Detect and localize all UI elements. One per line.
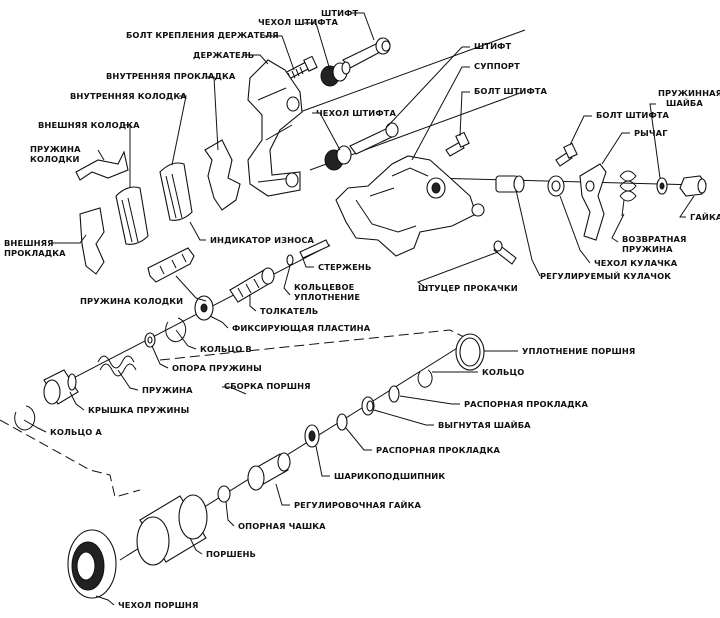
spring-cover	[43, 369, 79, 405]
spring-washer	[656, 177, 668, 195]
label-spring-washer: ПРУЖИННАЯ ШАЙБА	[658, 88, 720, 108]
ball-bearing	[304, 424, 320, 448]
label-pin-bolt-right: БОЛТ ШТИФТА	[596, 110, 670, 120]
return-spring	[619, 170, 637, 217]
label-o-ring-line2: УПЛОТНЕНИЕ	[294, 292, 360, 302]
label-adjusting-nut: РЕГУЛИРОВОЧНАЯ ГАЙКА	[294, 499, 421, 510]
adjusting-nut	[247, 452, 291, 491]
pin-top	[342, 37, 391, 69]
label-support-cup: ОПОРНАЯ ЧАШКА	[238, 521, 326, 531]
label-spring-support: ОПОРА ПРУЖИНЫ	[172, 363, 262, 373]
curved-washer	[361, 396, 375, 416]
label-inner-pad: ВНУТРЕННЯЯ КОЛОДКА	[70, 91, 187, 101]
label-caliper: СУППОРТ	[474, 61, 520, 71]
pin-boot-mid	[324, 145, 352, 171]
piston	[136, 494, 208, 566]
spacer-1	[388, 385, 400, 403]
label-pin-boot-top: ЧЕХОЛ ШТИФТА	[258, 17, 338, 27]
o-ring	[286, 254, 294, 266]
piston-boot	[67, 529, 117, 599]
label-spring-washer-line2: ШАЙБА	[666, 97, 703, 108]
pusher	[229, 267, 275, 303]
ring-b	[165, 317, 187, 343]
label-adjustable-cam: РЕГУЛИРУЕМЫЙ КУЛАЧОК	[540, 270, 671, 281]
label-holder: ДЕРЖАТЕЛЬ	[193, 50, 254, 60]
label-outer-pad: ВНЕШНЯЯ КОЛОДКА	[38, 120, 140, 130]
label-cam-boot: ЧЕХОЛ КУЛАЧКА	[594, 258, 678, 268]
label-return-spring-line2: ПРУЖИНА	[622, 244, 673, 254]
cam-boot	[547, 175, 565, 197]
spring	[97, 355, 137, 377]
fixing-plate	[194, 295, 214, 321]
adjustable-cam	[495, 175, 525, 193]
label-rod: СТЕРЖЕНЬ	[318, 262, 371, 272]
outer-pad	[115, 186, 149, 245]
caliper-body	[335, 155, 485, 257]
label-ring-a: КОЛЬЦО А	[50, 427, 102, 437]
label-pad-spring-top-line: ПРУЖИНА	[30, 144, 81, 154]
label-piston-seal: УПЛОТНЕНИЕ ПОРШНЯ	[522, 346, 635, 356]
label-pad-spring-bottom: ПРУЖИНА КОЛОДКИ	[80, 296, 183, 306]
pin-bolt-mid	[445, 131, 470, 157]
label-spring-washer-line: ПРУЖИННАЯ	[658, 88, 720, 98]
label-o-ring-line: КОЛЬЦЕВОЕ	[294, 282, 355, 292]
pad-spring-top	[75, 150, 129, 181]
label-return-spring: ВОЗВРАТНАЯ ПРУЖИНА	[622, 234, 690, 254]
label-pin-mid: ШТИФТ	[474, 41, 511, 51]
ring-c	[417, 369, 433, 388]
label-inner-shim: ВНУТРЕННЯЯ ПРОКЛАДКА	[106, 71, 236, 81]
ring-a	[14, 405, 36, 431]
label-o-ring: КОЛЬЦЕВОЕ УПЛОТНЕНИЕ	[294, 282, 360, 302]
label-holder-bolt: БОЛТ КРЕПЛЕНИЯ ДЕРЖАТЕЛЯ	[126, 30, 279, 40]
label-outer-shim-line2: ПРОКЛАДКА	[4, 248, 66, 258]
label-ring-c: КОЛЬЦО	[482, 367, 524, 377]
label-spring-cover: КРЫШКА ПРУЖИНЫ	[88, 405, 189, 415]
label-nut: ГАЙКА	[690, 211, 720, 222]
label-piston-assembly: СБОРКА ПОРШНЯ	[224, 381, 311, 391]
label-outer-shim-line: ВНЕШНЯЯ	[4, 238, 54, 248]
holder-bracket	[247, 59, 303, 197]
pin-boot-top	[320, 61, 351, 87]
label-curved-washer: ВЫГНУТАЯ ШАЙБА	[438, 419, 531, 430]
label-spacer-1: РАСПОРНАЯ ПРОКЛАДКА	[464, 399, 588, 409]
label-piston-boot: ЧЕХОЛ ПОРШНЯ	[118, 600, 198, 610]
label-spring: ПРУЖИНА	[142, 385, 193, 395]
label-pad-spring-top: ПРУЖИНА КОЛОДКИ	[30, 144, 84, 164]
lever	[579, 163, 607, 241]
label-return-spring-line: ВОЗВРАТНАЯ	[622, 234, 687, 244]
label-pad-spring-top-line2: КОЛОДКИ	[30, 154, 80, 164]
inner-shim	[204, 139, 241, 211]
label-ring-b: КОЛЬЦО В	[200, 344, 252, 354]
label-spacer-2: РАСПОРНАЯ ПРОКЛАДКА	[376, 445, 500, 455]
pad-spring-bottom	[147, 247, 195, 283]
outer-shim	[79, 207, 105, 275]
support-cup	[217, 485, 231, 503]
label-wear-indicator: ИНДИКАТОР ИЗНОСА	[210, 235, 315, 245]
label-fixing-plate: ФИКСИРУЮЩАЯ ПЛАСТИНА	[232, 323, 371, 333]
label-piston: ПОРШЕНЬ	[206, 549, 256, 559]
label-outer-shim: ВНЕШНЯЯ ПРОКЛАДКА	[4, 238, 66, 258]
label-pin-boot-mid: ЧЕХОЛ ШТИФТА	[316, 108, 396, 118]
piston-seal	[455, 333, 485, 371]
inner-pad	[159, 162, 193, 221]
label-pin-top: ШТИФТ	[321, 8, 358, 18]
label-bleeder: ШТУЦЕР ПРОКАЧКИ	[418, 283, 518, 293]
label-pusher: ТОЛКАТЕЛЬ	[260, 306, 318, 316]
pin-mid	[349, 122, 399, 155]
label-pin-bolt-mid: БОЛТ ШТИФТА	[474, 86, 548, 96]
label-ball-bearing: ШАРИКОПОДШИПНИК	[334, 471, 445, 481]
spacer-2	[336, 413, 348, 431]
nut	[679, 175, 707, 197]
bleeder	[493, 240, 517, 265]
spring-support	[144, 332, 156, 348]
pin-bolt-right	[555, 142, 578, 167]
leader-lines	[23, 12, 695, 606]
labels: ЧЕХОЛ ШТИФТА ШТИФТ БОЛТ КРЕПЛЕНИЯ ДЕРЖАТ…	[4, 8, 720, 610]
label-lever: РЫЧАГ	[634, 128, 668, 138]
